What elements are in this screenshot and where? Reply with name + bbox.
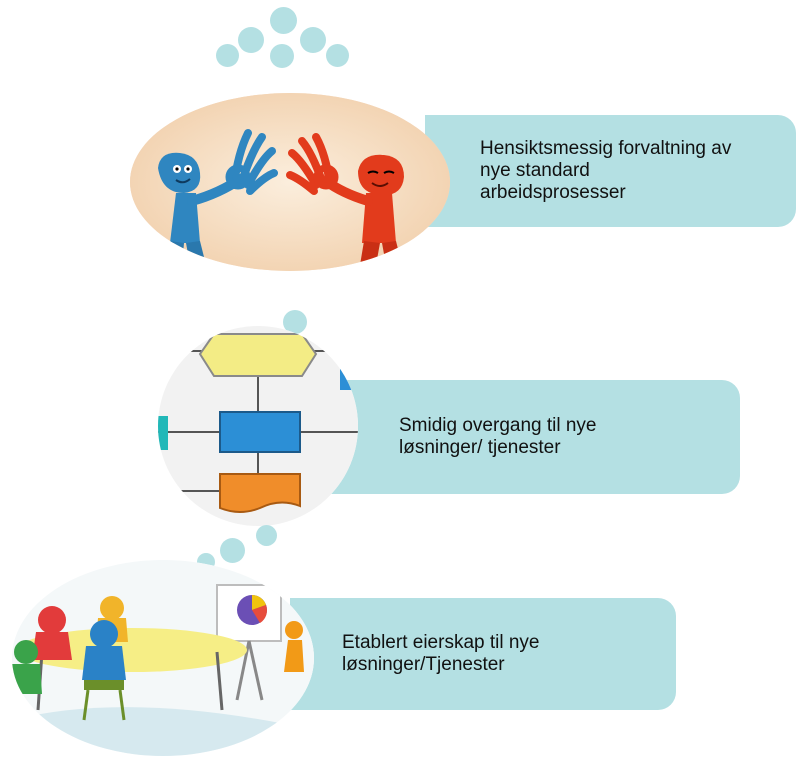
card-2: Smidig overgang til nye løsninger/ tjene… [330, 380, 740, 494]
image-meeting-room [12, 560, 314, 756]
flowchart-illustration [158, 326, 358, 526]
handshake-ok-illustration [130, 93, 450, 271]
meeting-room-illustration [12, 560, 314, 756]
card-1-text: Hensiktsmessig forvaltning av nye standa… [480, 138, 732, 203]
decor-dot [300, 27, 326, 53]
decor-dot [270, 7, 297, 34]
image-flowchart [158, 326, 358, 526]
card-3-text: Etablert eierskap til nye løsninger/Tjen… [342, 632, 540, 675]
decor-dot [220, 538, 245, 563]
decor-dot [216, 44, 239, 67]
card-3: Etablert eierskap til nye løsninger/Tjen… [290, 598, 676, 710]
blue-figure-icon [158, 129, 278, 265]
decor-dot [270, 44, 294, 68]
decor-dot [238, 27, 264, 53]
card-1: Hensiktsmessig forvaltning av nye standa… [425, 115, 796, 227]
card-2-text: Smidig overgang til nye løsninger/ tjene… [399, 415, 597, 458]
decor-dot [326, 44, 349, 67]
decor-dot [256, 525, 277, 546]
image-handshake-ok [130, 93, 450, 271]
